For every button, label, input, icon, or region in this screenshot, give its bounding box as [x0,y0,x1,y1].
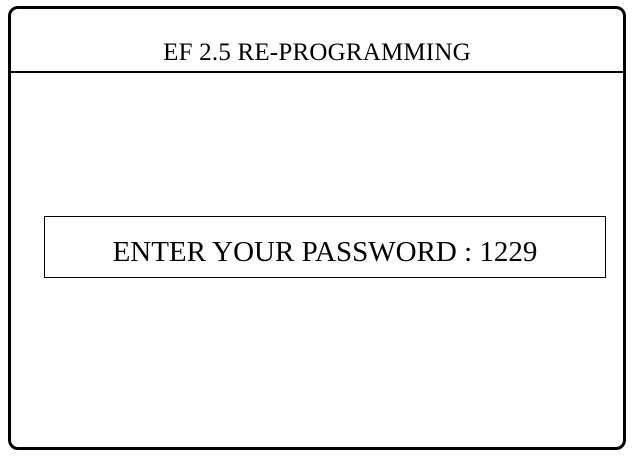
reprogramming-window: EF 2.5 RE-PROGRAMMING ENTER YOUR PASSWOR… [8,6,626,450]
title-bar: EF 2.5 RE-PROGRAMMING [11,9,623,73]
password-label: ENTER YOUR PASSWORD [112,236,457,268]
window-title: EF 2.5 RE-PROGRAMMING [163,39,471,66]
password-separator: : [464,236,473,268]
password-value[interactable]: 1229 [479,236,538,268]
password-entry-box[interactable]: ENTER YOUR PASSWORD : 1229 [44,216,606,278]
password-prompt: ENTER YOUR PASSWORD : 1229 [45,235,605,269]
